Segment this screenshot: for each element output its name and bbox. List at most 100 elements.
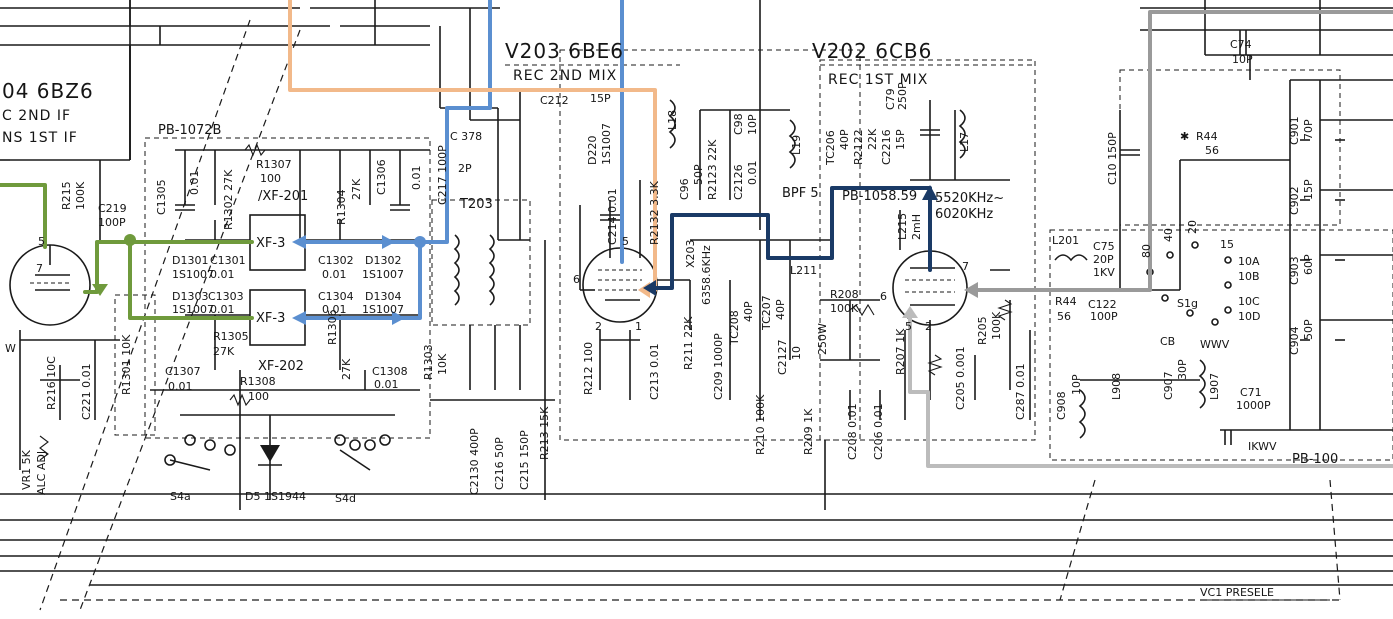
v203-function: REC 2ND MIX <box>513 68 617 84</box>
label-c96v: 50P <box>692 164 705 185</box>
label-c907: C907 <box>1162 371 1175 400</box>
label-c205: C205 0.001 <box>954 346 967 410</box>
freq-label-1: 5520KHz~ <box>935 191 1004 206</box>
label-tc207: TC207 <box>760 295 773 331</box>
label-r208: R208 <box>830 288 859 301</box>
label-r210: R210 100K <box>754 394 767 455</box>
label-c1302: C1302 <box>318 254 354 267</box>
label-c1307: C1307 <box>165 365 201 378</box>
label-s1g: S1g <box>1177 297 1198 310</box>
label-c122v: 100P <box>1090 310 1118 323</box>
label-d220: D220 <box>586 136 599 165</box>
label-c213: C213 0.01 <box>648 343 661 400</box>
label-r212: R212 100 <box>582 342 595 395</box>
label-r1304v: 27K <box>350 178 363 200</box>
label-c2127v: 10 <box>790 346 803 360</box>
label-c75v: 20P <box>1093 253 1114 266</box>
label-c2216v: 15P <box>894 129 907 150</box>
label-tc207v: 40P <box>774 299 787 320</box>
label-c219: C219 <box>98 202 127 215</box>
label-c214: C214 0.01 <box>606 188 619 245</box>
label-c209: C209 1000P <box>712 333 725 400</box>
label-d1303: D1303 <box>172 290 208 303</box>
label-vr1b: ALC ADJ <box>35 451 48 495</box>
label-pin5a: 5 <box>622 235 629 248</box>
label-c902v: 15P <box>1302 179 1315 200</box>
label-r2132: R2132 3.3K <box>648 180 661 245</box>
label-c75k: 1KV <box>1093 266 1115 279</box>
v202-name: V202 6CB6 <box>812 39 932 63</box>
label-c1307v: 0.01 <box>168 380 193 393</box>
label-r205: R205 <box>976 316 989 345</box>
label-tc208: TC208 <box>728 310 741 346</box>
label-pin5c: 5 <box>38 235 45 248</box>
label-c1303v: 0.01 <box>210 303 235 316</box>
label-r44a: R44 <box>1055 295 1077 308</box>
v204-name: 04 6BZ6 <box>2 79 94 103</box>
label-r213: R213 15K <box>538 406 551 460</box>
xf202-label: XF-202 <box>258 359 304 374</box>
s4a-switch <box>164 434 236 471</box>
label-sw40: 40 <box>1162 228 1175 242</box>
label-c216: C216 50P <box>493 437 506 490</box>
label-l215v: 2mH <box>910 214 923 240</box>
label-tc206v: 40P <box>838 129 851 150</box>
label-r205v: 100K <box>990 311 1003 340</box>
label-c907v: 30P <box>1176 359 1189 380</box>
label-sw15: 15 <box>1220 238 1234 251</box>
label-s4a: S4a <box>170 490 191 503</box>
label-pin7b: 7 <box>962 260 969 273</box>
label-r1307: R1307 <box>256 158 292 171</box>
tube-v204 <box>9 244 91 326</box>
label-sw10d: 10D <box>1238 310 1260 323</box>
label-c75: C75 <box>1093 240 1115 253</box>
label-c74v: 10P <box>1232 53 1253 66</box>
label-tc208v: 40P <box>742 301 755 322</box>
label-c96: C96 <box>678 178 691 200</box>
label-c217: C217 100P <box>436 145 449 205</box>
label-c1308: C1308 <box>372 365 408 378</box>
label-c122: C122 <box>1088 298 1117 311</box>
label-c903: C903 <box>1288 256 1301 285</box>
label-c901v: 70P <box>1302 119 1315 140</box>
board-pb1072b: PB-1072B <box>158 123 221 138</box>
label-star: ✱ <box>1180 130 1189 143</box>
label-c1306v: 0.01 <box>410 166 423 191</box>
label-x203: X203 <box>684 239 697 268</box>
label-r44v: 56 <box>1205 144 1219 157</box>
label-d1302v: 1S1007 <box>362 268 404 281</box>
d5-diode <box>258 445 282 466</box>
v203-name: V203 6BE6 <box>505 39 624 63</box>
label-d1301v: 1S1007 <box>172 268 214 281</box>
label-vr1a: VR1 5K <box>20 449 33 490</box>
label-r1306: R1306 <box>326 309 339 345</box>
label-d1302: D1302 <box>365 254 401 267</box>
label-c1304: C1304 <box>318 290 354 303</box>
label-c378: C 378 <box>450 130 482 143</box>
label-c71: C71 <box>1240 386 1262 399</box>
label-pin7c: 7 <box>36 262 43 275</box>
label-pin6a: 6 <box>573 273 580 286</box>
label-c79: C79 <box>884 88 897 110</box>
label-c219v: 100P <box>98 216 126 229</box>
label-c10: C10 150P <box>1106 132 1119 185</box>
board-labels: PB-1072B PB-1058.59 PB-100 <box>158 123 1338 467</box>
xf2-label: XF-3 <box>256 311 285 326</box>
label-c1308v: 0.01 <box>374 378 399 391</box>
label-pin5b: 5 <box>905 320 912 333</box>
label-r1308v: 100 <box>248 390 269 403</box>
label-c98: C98 <box>732 113 745 135</box>
label-l907: L907 <box>1208 373 1221 400</box>
label-l19: L19 <box>790 135 803 155</box>
label-pin1a: 1 <box>635 320 642 333</box>
label-c1301b: C1301 <box>210 254 246 267</box>
label-c2127: C2127 <box>776 339 789 375</box>
label-c378v: 2P <box>458 162 472 175</box>
label-sw10b: 10B <box>1238 270 1260 283</box>
label-c74: C74 <box>1230 38 1252 51</box>
board-pb100: PB-100 <box>1292 452 1338 467</box>
label-c904: C904 <box>1288 326 1301 355</box>
label-ikwv: IKWV <box>1248 440 1277 453</box>
